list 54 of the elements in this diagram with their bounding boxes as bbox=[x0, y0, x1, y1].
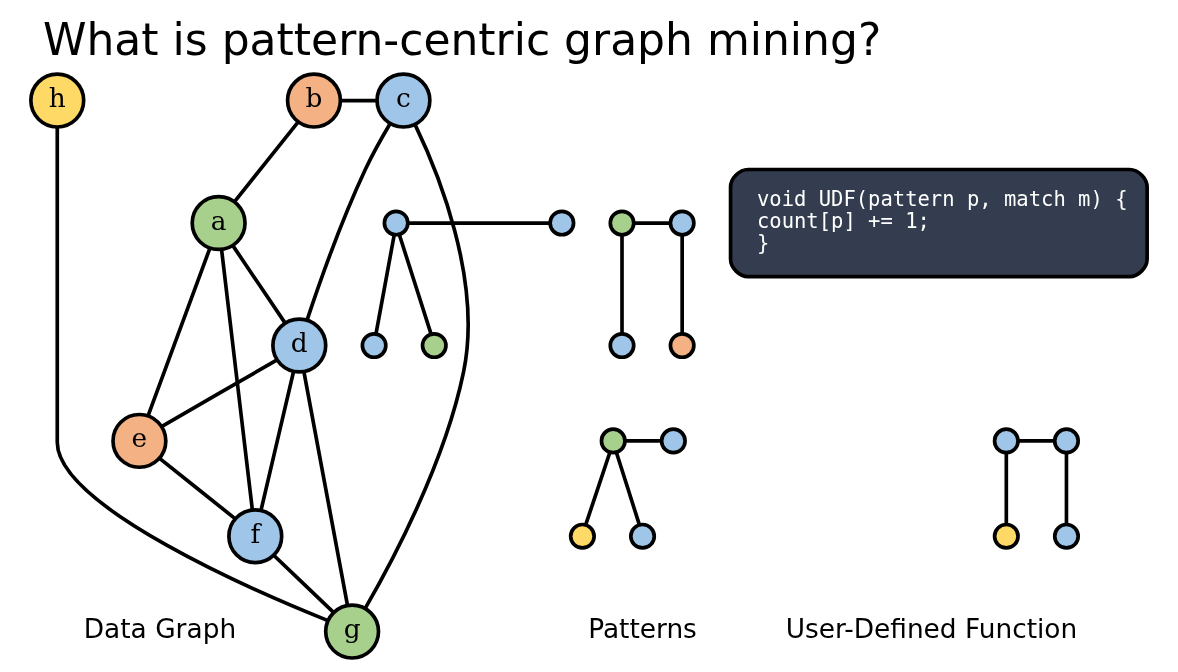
connector bbox=[272, 554, 335, 614]
connector bbox=[161, 358, 278, 428]
connector bbox=[340, 98, 377, 103]
node-circle: e bbox=[111, 412, 168, 470]
node-circle bbox=[360, 331, 388, 360]
node-circle bbox=[1052, 427, 1081, 455]
connector bbox=[408, 221, 550, 225]
node-circle bbox=[992, 522, 1020, 550]
node-circle bbox=[628, 522, 657, 550]
label: Patterns bbox=[588, 613, 697, 645]
connector bbox=[363, 123, 470, 610]
connector bbox=[302, 371, 350, 606]
label: Data Graph bbox=[83, 613, 237, 645]
node-circle bbox=[568, 522, 596, 550]
node-circle: c bbox=[375, 72, 432, 129]
node-circle bbox=[599, 427, 627, 455]
connector bbox=[584, 451, 612, 526]
label: User-Defined Function bbox=[785, 613, 1078, 645]
node-circle bbox=[382, 209, 410, 237]
connector bbox=[397, 234, 433, 335]
node-circle bbox=[608, 209, 636, 237]
connector bbox=[633, 221, 671, 225]
connector bbox=[219, 249, 255, 510]
node-circle: g bbox=[323, 603, 381, 660]
diagram-title: What is pattern-centric graph mining? bbox=[42, 14, 882, 66]
connector bbox=[620, 235, 624, 334]
node-circle: a bbox=[190, 194, 247, 252]
node-circle: f bbox=[227, 508, 284, 565]
node-circle bbox=[420, 331, 448, 360]
connector bbox=[158, 457, 237, 521]
connector bbox=[374, 234, 397, 335]
node-circle: h bbox=[29, 72, 86, 129]
node-box: void UDF(pattern p, match m) { count[p] += 1; } bbox=[728, 167, 1149, 279]
connector bbox=[624, 439, 662, 443]
connector bbox=[55, 127, 329, 623]
node-circle bbox=[548, 209, 576, 237]
connector bbox=[146, 247, 212, 417]
connector bbox=[680, 235, 684, 334]
node-circle bbox=[668, 209, 696, 237]
connector bbox=[1004, 452, 1009, 525]
connector bbox=[305, 122, 392, 321]
connector bbox=[1064, 452, 1069, 525]
node-circle bbox=[608, 331, 636, 360]
node-circle: d bbox=[271, 317, 328, 374]
node-circle bbox=[992, 427, 1020, 455]
connector bbox=[231, 244, 287, 324]
node-circle bbox=[659, 427, 687, 455]
node-circle: b bbox=[285, 72, 343, 129]
connector bbox=[232, 120, 300, 203]
node-circle bbox=[1052, 522, 1081, 550]
connector bbox=[259, 371, 296, 511]
connector bbox=[614, 451, 642, 526]
node-circle bbox=[668, 331, 696, 360]
connector bbox=[1018, 439, 1055, 443]
